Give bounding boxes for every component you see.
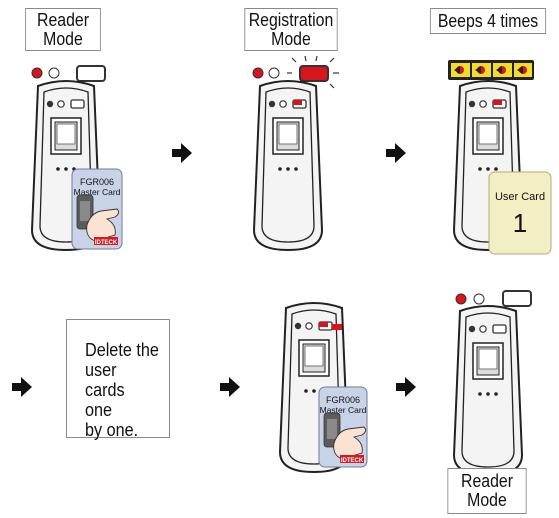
- indicator-icon: [76, 65, 106, 82]
- master-card-line2: Master Card: [74, 187, 121, 197]
- master-card-2: FGR006 Master Card IDTECK: [318, 386, 368, 468]
- master-card-line1: FGR006: [80, 177, 114, 187]
- mode-label-text: Registration Mode: [248, 9, 334, 49]
- instruction-text: Delete the user cards one by one.: [85, 340, 159, 440]
- reader-device-3: [448, 60, 534, 251]
- mode-label-text: Reader Mode: [37, 9, 89, 49]
- arrow-right-icon: [172, 143, 192, 163]
- off-led-icon: [268, 67, 280, 79]
- reader-device-1: [31, 65, 106, 251]
- reader-device-4: [279, 302, 349, 473]
- arrow-right-icon: [386, 143, 406, 163]
- reader-device-5: [453, 290, 532, 476]
- master-card-line1: FGR006: [326, 395, 360, 405]
- master-card-brand: IDTECK: [341, 458, 364, 464]
- mode-label-reader-1: Reader Mode: [25, 8, 101, 51]
- reader-device-2: [252, 55, 339, 251]
- off-led-icon: [473, 293, 485, 305]
- beeps-label-text: Beeps 4 times: [437, 10, 539, 31]
- indicator-icon: [502, 290, 532, 307]
- arrow-right-icon: [12, 377, 32, 397]
- beep-icons: [448, 60, 534, 80]
- mode-label-text: Reader Mode: [461, 471, 513, 510]
- off-led-icon: [48, 67, 60, 79]
- red-led-icon: [252, 67, 264, 79]
- master-card-brand: IDTECK: [95, 240, 118, 246]
- red-led-icon: [455, 293, 467, 305]
- user-card: User Card 1: [488, 171, 552, 255]
- arrow-right-icon: [220, 377, 240, 397]
- red-led-icon: [31, 67, 43, 79]
- master-card-line2: Master Card: [320, 405, 367, 415]
- beeps-label: Beeps 4 times: [429, 8, 547, 34]
- user-card-number: 1: [513, 208, 527, 238]
- arrow-right-icon: [396, 377, 416, 397]
- instruction-box: Delete the user cards one by one.: [66, 319, 170, 440]
- mode-label-reader-2: Reader Mode: [447, 468, 527, 514]
- master-card-1: FGR006 Master Card IDTECK: [71, 168, 123, 250]
- mode-label-registration: Registration Mode: [244, 8, 338, 51]
- user-card-label: User Card: [495, 191, 545, 203]
- blinking-indicator-icon: [299, 65, 329, 82]
- blink-rays-icon: [287, 55, 339, 89]
